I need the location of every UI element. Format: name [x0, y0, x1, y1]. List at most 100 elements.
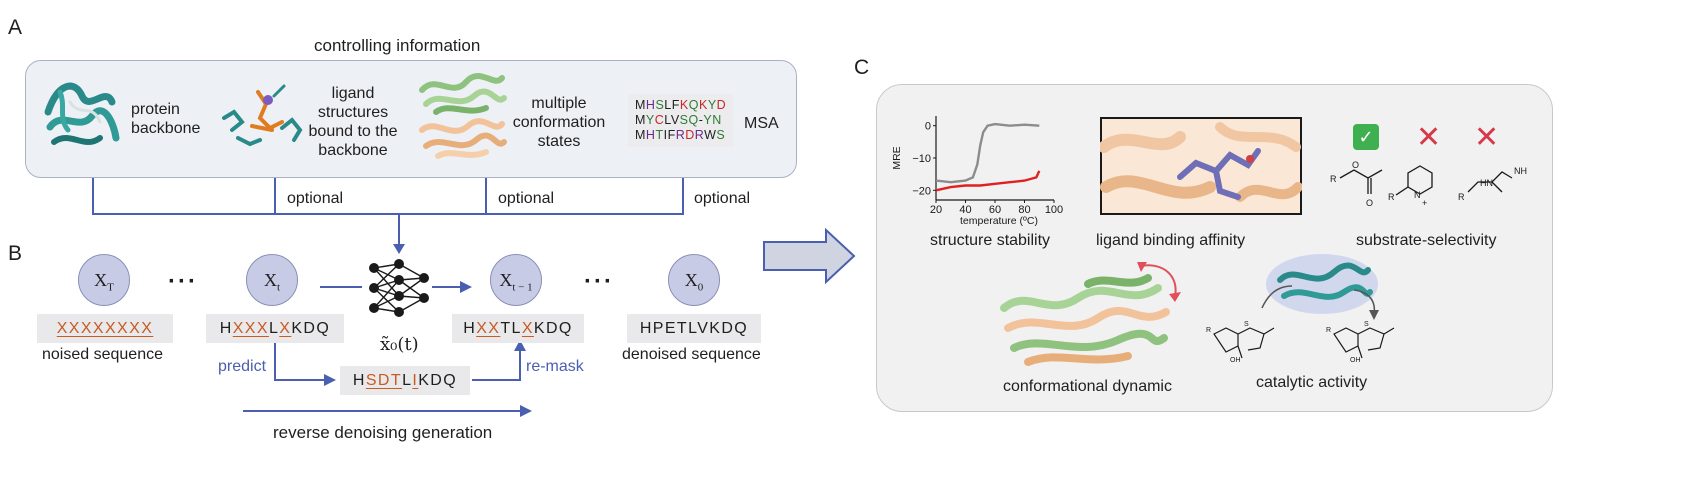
residues: H [463, 320, 477, 337]
msa-residue: D [685, 128, 695, 142]
msa-residue: I [663, 128, 668, 142]
msa-residue: Y [707, 98, 717, 112]
conformation-line-3: states [537, 133, 581, 150]
masked-residues: XXX [232, 320, 269, 337]
svg-text:O: O [1352, 160, 1359, 170]
masked-residues: I [412, 372, 419, 389]
node-x-t-sub: t [276, 281, 281, 294]
ligand-line-3: bound to the [308, 123, 398, 140]
msa-residue: H [645, 128, 656, 142]
msa-residue: M [635, 128, 646, 142]
conformational-dynamic-image [1000, 274, 1170, 366]
y-tick-label: −10 [912, 153, 931, 165]
y-tick-label: −20 [912, 185, 931, 197]
msa-residue: C [654, 113, 665, 127]
msa-residue: N [712, 113, 722, 127]
noised-sequence: XXXXXXXX [37, 314, 173, 343]
y-tick-label: 0 [925, 121, 931, 133]
controlling-information-title: controlling information [314, 36, 481, 55]
msa-residue: V [670, 113, 680, 127]
x-tick-label: 80 [1018, 204, 1030, 216]
residues: H [219, 320, 233, 337]
panel-c-letter: C [854, 56, 870, 79]
node-x-t-minus-1-base: X [499, 270, 513, 290]
msa-residue: F [667, 128, 676, 142]
x-tick-label: 20 [930, 204, 942, 216]
ligand-binding-image [1100, 117, 1302, 215]
msa-residue: Q [688, 98, 699, 112]
msa-residue: - [698, 113, 704, 127]
msa-row: MYCLVSQ-YN [635, 113, 726, 128]
protein-backbone-image [44, 82, 120, 145]
svg-text:N: N [1414, 190, 1421, 200]
msa-residue: L [664, 113, 671, 127]
node-x-t: Xt [246, 254, 298, 306]
reverse-denoising-label: reverse denoising generation [273, 423, 493, 442]
msa-residue: M [635, 113, 646, 127]
xt-sequence: HXXXLXKDQ [206, 314, 344, 343]
masked-residues: SDT [365, 372, 403, 389]
panel-b-letter: B [8, 242, 23, 265]
conformation-line-2: conformation [512, 114, 606, 131]
ligand-structure-image [222, 84, 303, 147]
residues: H [352, 372, 366, 389]
msa-residue: R [694, 128, 705, 142]
substrate-selectivity-label: substrate-selectivity [1356, 232, 1497, 249]
check-icon: ✓ [1353, 124, 1379, 150]
ligand-line-4: backbone [318, 142, 388, 159]
x-tick-label: 100 [1045, 204, 1063, 216]
node-x-T: XT [78, 254, 130, 306]
structure-stability-label: structure stability [930, 232, 1051, 249]
ligand-line-1: ligand [331, 85, 375, 102]
denoised-sequence-label: denoised sequence [622, 346, 761, 363]
node-x-0: X0 [668, 254, 720, 306]
ligand-binding-affinity-label: ligand binding affinity [1096, 232, 1246, 249]
msa-residue: W [704, 128, 717, 142]
x0-hat-label: x̃₀(t) [380, 334, 419, 355]
msa-alignment: MHSLFKQKYD MYCLVSQ-YN MHTIFRDRWS [628, 94, 734, 147]
node-x-T-sub: T [107, 281, 114, 294]
svg-text:HN: HN [1480, 178, 1493, 188]
msa-residue: M [635, 98, 646, 112]
rotation-arrow-icon [1137, 262, 1181, 302]
series-line-1 [935, 122, 1040, 184]
node-x-t-base: X [263, 270, 277, 290]
svg-text:S: S [1364, 321, 1369, 328]
svg-text:R: R [1326, 327, 1331, 334]
residues: L [402, 372, 413, 389]
multiple-conformation-label: multiple conformation states [508, 94, 610, 151]
residues: L [268, 320, 280, 337]
protein-backbone-label: protein backbone [131, 100, 200, 138]
masked-residues: X [521, 320, 534, 337]
msa-residue: S [679, 113, 689, 127]
msa-residue: F [671, 98, 680, 112]
optional-label-1: optional [287, 190, 344, 207]
ellipsis-2: ··· [584, 268, 614, 295]
y-axis-label: MRE [891, 146, 903, 169]
masked-residues: XX [476, 320, 501, 337]
msa-residue: K [679, 98, 689, 112]
x-tick-label: 40 [959, 204, 971, 216]
conformation-line-1: multiple [531, 95, 587, 112]
re-mask-label: re-mask [526, 358, 584, 375]
node-x-t-minus-1: Xt − 1 [490, 254, 542, 306]
predicted-sequence: HSDTLIKDQ [340, 366, 470, 395]
cross-icon-2: ✕ [1474, 121, 1500, 154]
masked-residues: XXXXXXXX [56, 320, 154, 337]
conformational-dynamic-label: conformational dynamic [1003, 378, 1172, 395]
msa-residue: S [716, 128, 726, 142]
catalytic-activity-label: catalytic activity [1256, 374, 1368, 391]
node-x-0-base: X [684, 270, 698, 290]
svg-text:R: R [1206, 327, 1211, 334]
node-x-T-base: X [94, 270, 108, 290]
svg-text:OH: OH [1350, 357, 1361, 364]
msa-residue: D [716, 98, 727, 112]
msa-residue: Y [645, 113, 655, 127]
msa-residue: H [645, 98, 656, 112]
neural-network-icon [369, 259, 429, 317]
conformation-states-image [419, 73, 507, 159]
msa-residue: K [698, 98, 708, 112]
